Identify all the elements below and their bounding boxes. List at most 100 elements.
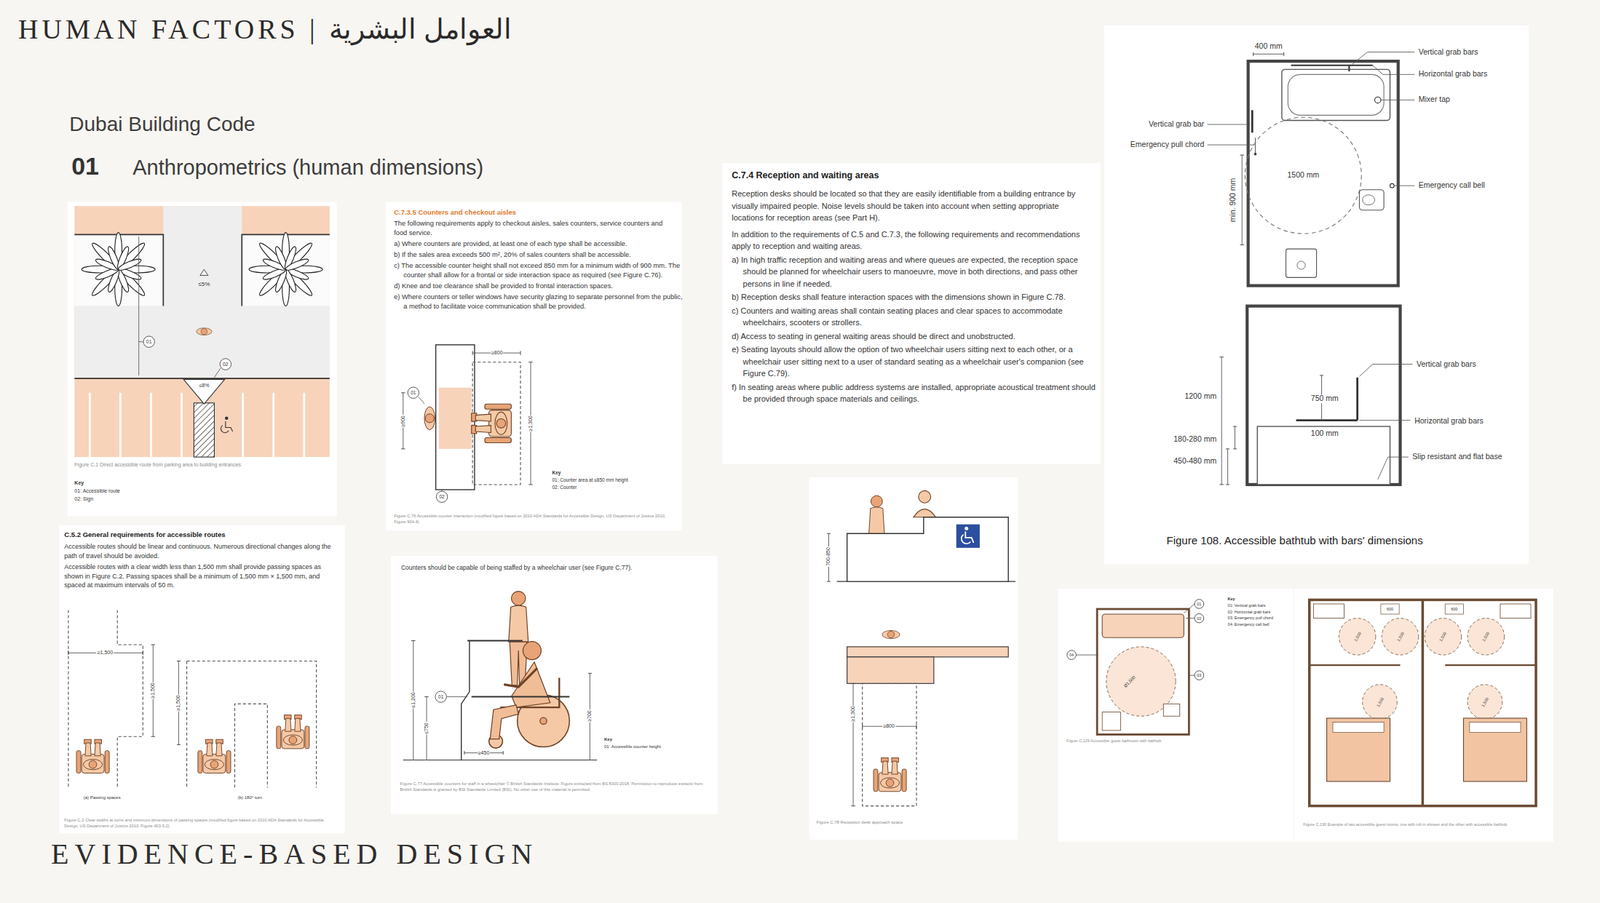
bathtub-plan	[1362, 195, 1376, 206]
passing-space-plan	[187, 660, 317, 788]
panel-ground	[1104, 25, 1529, 565]
guest-rooms-plan	[1444, 604, 1464, 615]
bathtub-plan	[1390, 183, 1395, 188]
part-label: Vertical grab bars	[1418, 48, 1479, 57]
parking-route-plan	[272, 393, 275, 458]
reception-desk	[847, 517, 1009, 582]
parking-route-plan	[74, 206, 330, 458]
illustration	[58, 25, 1554, 843]
staff-counter-section	[403, 591, 597, 761]
parking-route-plan	[248, 232, 323, 307]
dimension: ≥800	[490, 350, 504, 356]
parking-route-plan	[74, 306, 330, 378]
dimension: 1,500	[1438, 631, 1448, 643]
body-text: In addition to the requirements of C.5 a…	[731, 228, 1092, 253]
dimension: ≥700	[587, 709, 594, 723]
guest-rooms-plan	[1327, 718, 1391, 782]
staff-counter-section	[461, 640, 470, 760]
bathtub-plan	[1207, 52, 1416, 287]
dimension: 1,500	[1481, 631, 1491, 643]
guest-bathroom-plan	[1194, 613, 1205, 624]
slope-label: ≤5%	[197, 281, 210, 289]
parking-route-plan	[241, 393, 244, 458]
part-label: Emergency pull chord	[1130, 140, 1205, 150]
staff-counter-section	[446, 696, 468, 698]
list-item: e) Seating layouts should allow the opti…	[731, 343, 1103, 380]
passing-space-plan	[76, 739, 110, 774]
parking-route-plan	[139, 236, 221, 378]
dimension: ≥1,300	[527, 414, 534, 432]
key-heading: Key	[74, 479, 197, 487]
figure-caption: Figure C.129 Accessible guest bathroom w…	[1066, 738, 1220, 745]
bathtub-plan	[1207, 52, 1416, 187]
guest-rooms-plan	[1463, 718, 1527, 782]
reception-desk	[882, 630, 900, 639]
guest-bathroom-plan	[1096, 609, 1189, 735]
key-item: 01: Counter area at ≤850 mm height	[551, 476, 675, 484]
part-label: Slip resistant and flat base	[1412, 452, 1502, 462]
figure-caption: Figure C.76 Accessible counter interacti…	[393, 513, 675, 525]
list-item: c) The accessible counter height shall n…	[393, 261, 685, 281]
reception-desk	[964, 527, 969, 531]
bathtub-elevation	[1234, 426, 1236, 450]
callout-number: 01	[410, 390, 416, 396]
panel-ground	[1294, 588, 1554, 843]
parking-route-plan	[196, 328, 212, 336]
figure-sublabel: (b) 180° turn	[238, 795, 263, 801]
staff-counter-section	[435, 691, 447, 703]
bathtub-plan	[1286, 248, 1317, 278]
part-label: Vertical grab bar	[1148, 120, 1205, 129]
counter-plan	[471, 404, 512, 443]
bathtub-plan	[1253, 53, 1285, 55]
guest-bathroom-plan	[1102, 614, 1184, 638]
part-label: Horizontal grab bars	[1414, 417, 1484, 426]
figure-panel: Key01: Vertical grab bars02: Horizontal …	[1058, 588, 1293, 843]
part-label: Emergency call bell	[1418, 181, 1485, 190]
reception-desk	[918, 490, 932, 504]
parking-route-plan	[143, 336, 155, 348]
dimension: min. 900 mm	[1228, 176, 1238, 223]
key-heading: Key	[604, 736, 707, 743]
dimension: Ø1,500	[1123, 674, 1138, 689]
list-item: c) Counters and waiting areas shall cont…	[731, 305, 1103, 330]
guest-rooms-plan	[1380, 604, 1400, 615]
bathtub-elevation	[1227, 449, 1229, 485]
dimension: 1200 mm	[1184, 393, 1217, 402]
counter-plan	[438, 387, 472, 450]
reception-desk	[956, 524, 980, 549]
section-heading: C.5.2 General requirements for accessibl…	[64, 529, 340, 540]
guest-bathroom-plan	[1102, 712, 1121, 731]
parking-route-plan	[302, 393, 306, 458]
list-item: b) If the sales area exceeds 500 m², 20%…	[393, 250, 685, 260]
dimension: 1,500	[1395, 631, 1405, 643]
dimension: ≥1,500	[96, 650, 114, 656]
section-title: Anthropometrics (human dimensions)	[132, 156, 484, 180]
guest-bathroom-plan	[1163, 703, 1180, 717]
dimension: 600	[1386, 607, 1394, 612]
figure-caption: Figure C.1 Direct accessible route from …	[74, 461, 330, 469]
body-text: Counters should be capable of being staf…	[401, 564, 713, 573]
reception-desk	[862, 683, 917, 806]
dimension: ≥1,300	[850, 706, 857, 723]
dimension: 1,500	[1480, 696, 1490, 708]
dimension: 1,500	[1353, 631, 1362, 643]
reception-desk	[847, 647, 1009, 658]
guest-rooms-plan	[1309, 599, 1536, 806]
reception-desk	[828, 490, 1016, 806]
passing-space-plan	[68, 610, 143, 788]
part-label: Horizontal grab bars	[1418, 70, 1488, 80]
dimension: ≥900	[400, 414, 407, 429]
parking-route-plan	[193, 403, 215, 458]
key-item: 04: Emergency call bell	[1228, 622, 1292, 629]
section-heading: C.7.4 Reception and waiting areas	[731, 169, 1092, 183]
bathtub-plan	[1244, 117, 1362, 234]
part-label: Mixer tap	[1418, 96, 1451, 105]
parking-route-plan	[183, 379, 225, 405]
passing-space-plan	[197, 739, 231, 774]
guest-rooms-plan	[1500, 604, 1531, 619]
figure-caption: Figure C.77 Accessible counters for staf…	[400, 781, 712, 793]
bathtub-elevation	[1257, 426, 1390, 485]
